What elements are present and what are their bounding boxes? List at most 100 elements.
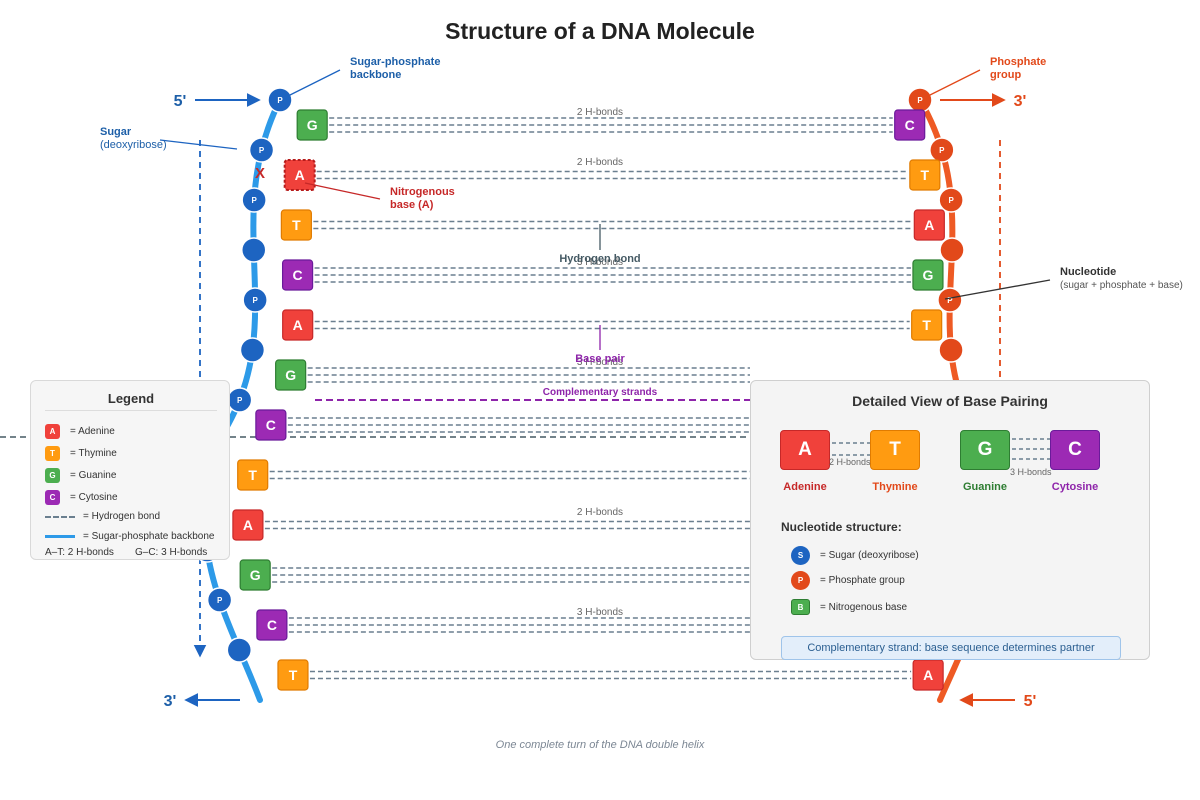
base-letter: T (922, 317, 931, 333)
backbone-swatch (45, 535, 75, 538)
sugar-callout-sublabel: (deoxyribose) (100, 139, 167, 151)
sugar-icon: S (791, 546, 810, 565)
sugar-node (239, 337, 266, 363)
phosphate-node (938, 337, 964, 363)
legend-item-hydrogen-bond: = Hydrogen bond (45, 511, 160, 522)
node-label: P (259, 146, 265, 155)
node-label: P (948, 196, 954, 205)
phosphate-node (929, 137, 955, 163)
legend-item-label: = Cytosine (70, 492, 118, 503)
base-letter: C (267, 617, 277, 633)
node-label: P (277, 96, 283, 105)
right-base-A (913, 209, 945, 241)
bond-count-label: 3 H-bonds (577, 607, 623, 618)
node-label: P (251, 196, 257, 205)
legend-item-label: = Adenine (70, 426, 115, 437)
legend-item-thymine: T = Thymine (45, 446, 117, 461)
base-letter: A (293, 317, 303, 333)
sugar-node (267, 87, 293, 113)
base-letter: G (923, 267, 934, 283)
nucleotide-callout-label: Nucleotide (1060, 266, 1116, 278)
structure-item-phosphate: P = Phosphate group (791, 571, 905, 590)
legend-title: Legend (107, 391, 155, 406)
base-letter: A (295, 167, 305, 183)
nucleotide-callout-sublabel: (sugar + phosphate + base) (1060, 280, 1183, 291)
detail-name-adenine: Adenine (783, 481, 827, 493)
right-base-A (912, 659, 944, 691)
left-base-C (281, 259, 314, 291)
right-bottom-strand-label: 5' (1024, 693, 1037, 710)
bond-count-label: 2 H-bonds (577, 507, 623, 518)
base-letter: G (250, 567, 261, 583)
legend-gc-note: G–C: 3 H-bonds (135, 547, 208, 558)
legend-item-label: = Guanine (70, 470, 117, 481)
nucleotide-callout-line (944, 279, 1051, 300)
sugar-node (241, 187, 267, 213)
bond-count-label: 3 H-bonds (577, 257, 623, 268)
right-base-T (909, 159, 941, 191)
base-letter: T (248, 467, 257, 483)
phosphate-node (937, 287, 963, 313)
sugar-node (226, 637, 253, 663)
node-label: P (217, 596, 223, 605)
legend-item-guanine: G = Guanine (45, 468, 116, 483)
base-letter: G (285, 367, 296, 383)
base-letter: C (905, 117, 915, 133)
detail-panel: Detailed View of Base Pairing A T G C 2 … (750, 380, 1150, 660)
node-label: P (939, 146, 945, 155)
legend-at-note: A–T: 2 H-bonds (45, 547, 114, 558)
sugar-node (206, 587, 233, 613)
right-base-C (894, 109, 926, 141)
detail-at-bond-label: 2 H-bonds (829, 457, 871, 467)
structure-item-label: = Nitrogenous base (820, 601, 908, 613)
detail-base-guanine: G (960, 430, 1010, 470)
left-base-G (296, 109, 328, 141)
base-letter: T (289, 667, 298, 683)
phosphate-node (939, 237, 965, 263)
right-base-G (912, 259, 944, 291)
left-base-G (239, 559, 271, 591)
right-top-strand-label: 3' (1014, 93, 1027, 110)
phosphate-callout-line (927, 69, 981, 97)
sugar-callout-line (159, 139, 238, 150)
phosphate-icon: P (791, 571, 810, 590)
detail-gc-bond-label: 3 H-bonds (1010, 467, 1052, 477)
left-base-A (282, 309, 314, 341)
structure-item-base: B = Nitrogenous base (791, 599, 907, 615)
left-base-C (256, 609, 288, 641)
figure-caption: One complete turn of the DNA double heli… (495, 739, 705, 751)
detail-name-cytosine: Cytosine (1051, 481, 1099, 493)
detail-name-guanine: Guanine (962, 481, 1007, 493)
page-title: Structure of a DNA Molecule (445, 18, 755, 44)
base-letter: A (924, 217, 934, 233)
base-letter: C (266, 417, 276, 433)
hydrogen-bonds: 2 H-bonds 2 H-bonds 3 H-bonds 3 H-bonds 2 H-… (264, 107, 913, 680)
legend-panel: Legend A = Adenine T = Thymine G = Guani… (30, 380, 230, 560)
detail-base-cytosine: C (1050, 430, 1100, 470)
structure-item-label: = Sugar (deoxyribose) (820, 550, 919, 561)
node-label: P (237, 396, 243, 405)
left-base-G (275, 359, 307, 391)
base-letter: A (923, 667, 933, 683)
bond-count-label: 2 H-bonds (577, 157, 623, 168)
base-letter: T (292, 217, 301, 233)
sugar-node (240, 237, 267, 263)
legend-item-label: = Thymine (70, 448, 117, 459)
structure-item-sugar: S = Sugar (deoxyribose) (791, 546, 919, 565)
detail-title: Detailed View of Base Pairing (852, 393, 1048, 409)
left-base-T (237, 459, 269, 491)
sugar-node (242, 287, 268, 313)
adenine-swatch: A (45, 424, 60, 439)
hydrogen-bond-swatch (45, 515, 75, 518)
legend-divider (45, 410, 217, 411)
left-base-T (280, 209, 312, 241)
nucleotide-structure-title: Nucleotide structure: (781, 520, 902, 534)
phosphate-node (938, 187, 964, 213)
detail-bonds (832, 438, 1050, 460)
base-pair-callout-label: Base pair (575, 353, 625, 365)
node-label: P (947, 296, 953, 305)
